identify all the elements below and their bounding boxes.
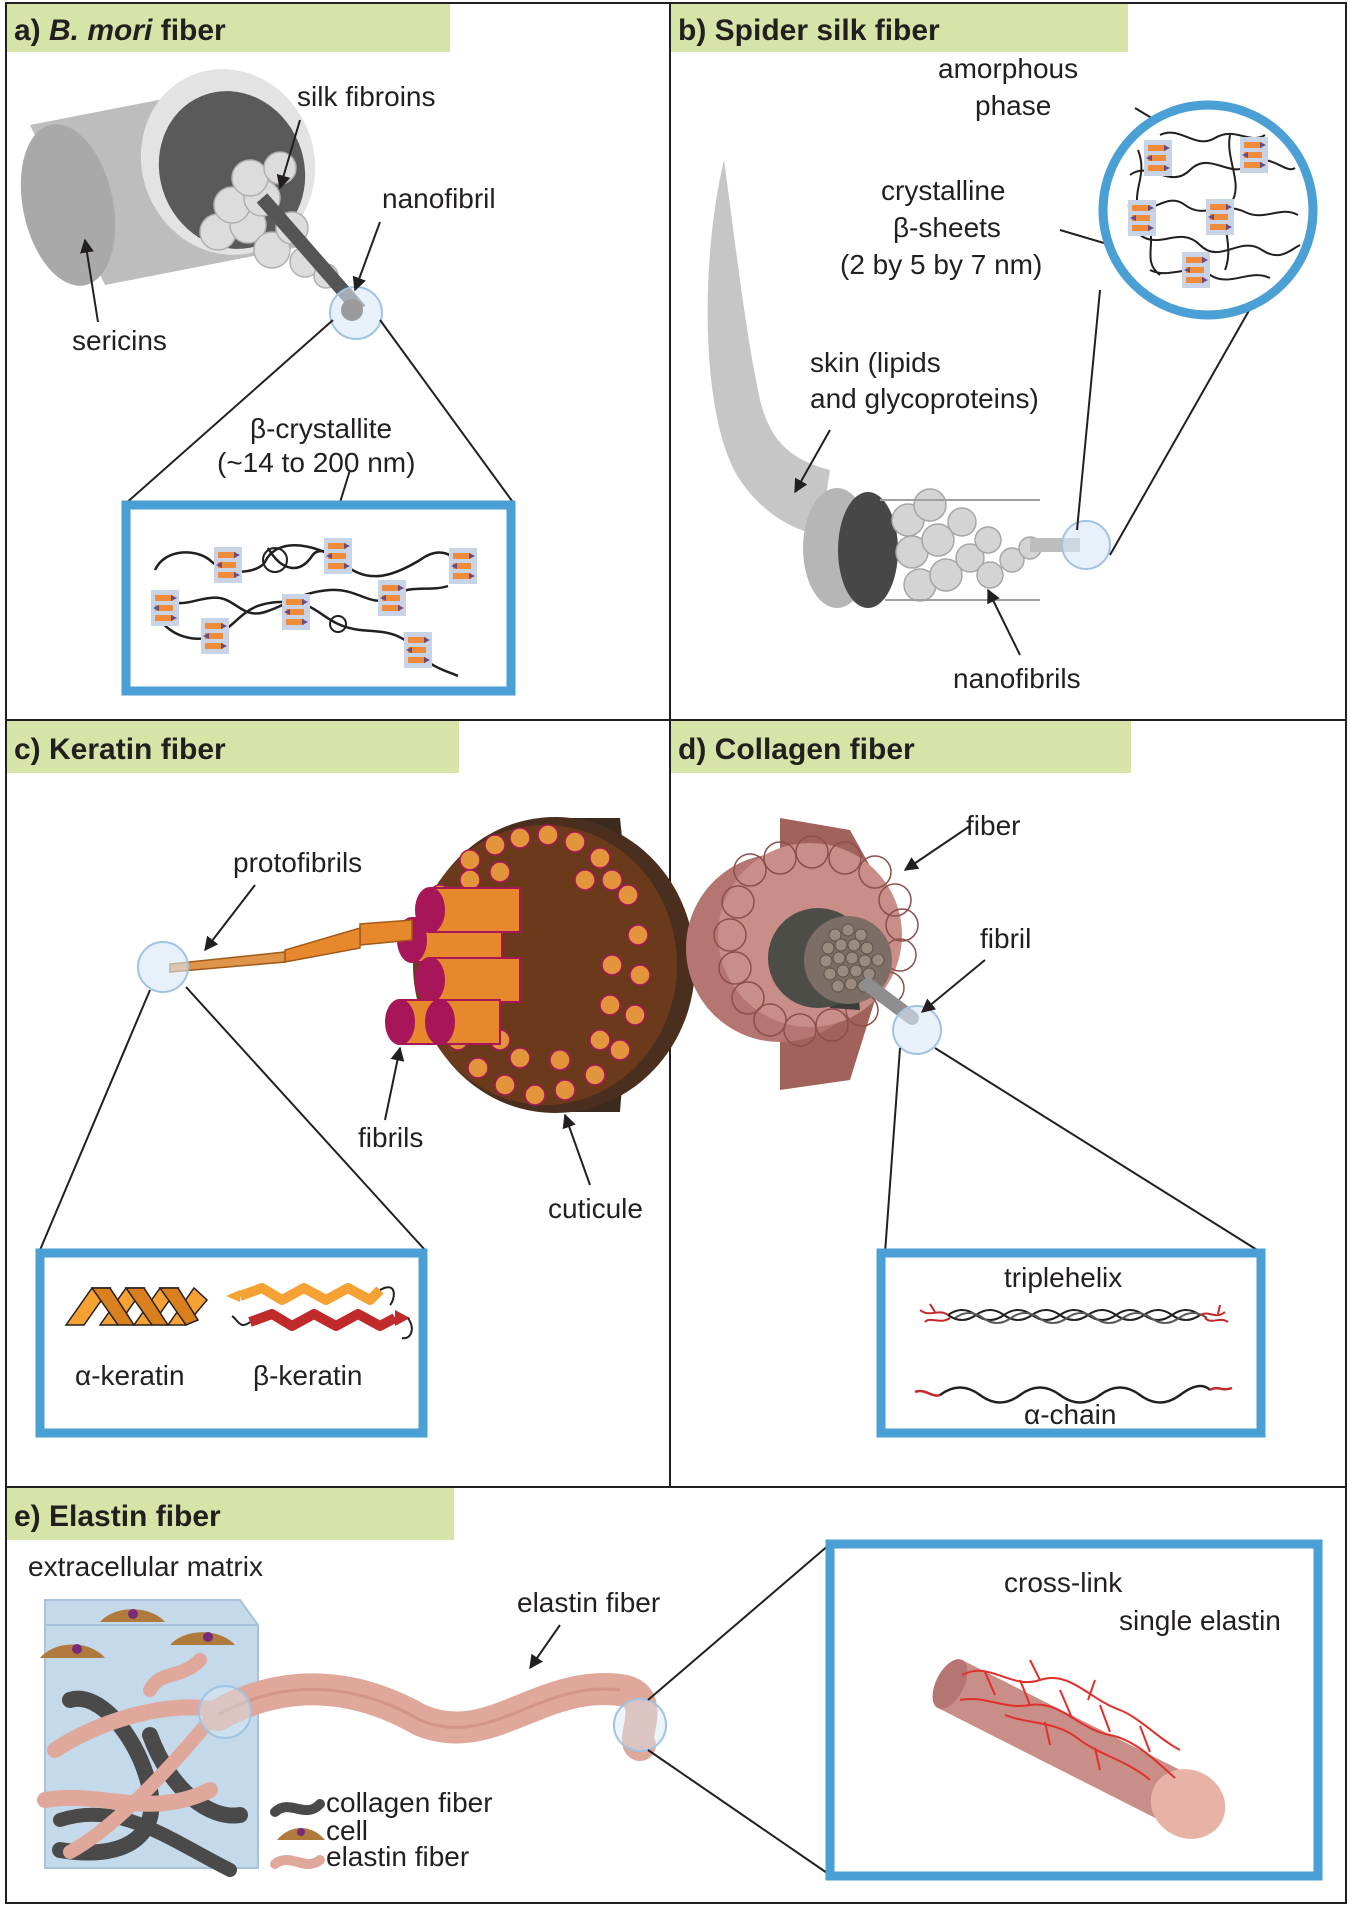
elastin-crosslinks [959,1659,1181,1781]
collagen-inset: triplehelix α-chain [876,1248,1266,1438]
panel-b-title: b) Spider silk fiber [678,14,940,47]
panel-d: d) Collagen fiber [671,721,1266,1438]
spider-silk-drawing [707,160,1111,608]
keratin-inset-frame [35,1248,428,1438]
panel-d-callout-lines [884,825,1263,1377]
beta-crystallite-label: β-crystallite [250,413,392,444]
skin-label-line1: skin (lipids [810,347,941,378]
elastin-zoom-start [198,1685,252,1739]
panel-e-title-bg [7,1488,454,1540]
panel-c: c) Keratin fiber [7,721,695,1438]
amorphous-phase-label-line1: amorphous [938,53,1078,84]
fibril-label: fibril [980,923,1031,954]
sericins-label: sericins [72,325,167,356]
panel-e-title: e) Elastin fiber [14,1500,221,1533]
bmori-fiber-drawing [20,69,383,340]
protofibrils-label: protofibrils [233,847,362,878]
nanofibrils-label: nanofibrils [953,663,1081,694]
crystalline-label-line3: (2 by 5 by 7 nm) [840,249,1042,280]
keratin-fiber-drawing [137,817,695,1113]
fibrils-label: fibrils [358,1122,423,1153]
legend-collagen-fiber-label: collagen fiber [326,1787,493,1818]
bmori-inset [121,500,516,696]
triplehelix-label: triplehelix [1004,1262,1122,1293]
panel-c-title-bg [7,721,459,773]
cuticule-label: cuticule [548,1193,643,1224]
collagen-inset-frame [876,1248,1266,1438]
ecm-label: extracellular matrix [28,1551,263,1582]
bmori-inset-frame [121,500,516,696]
triple-helix [919,1303,1229,1324]
fiber-label: fiber [966,810,1020,841]
panel-c-callout-lines [39,884,591,1251]
panel-a: a) B. mori fiber silk f [7,4,516,696]
panel-a-title-bg [7,4,450,52]
elastin-zoom-end [613,1698,667,1752]
alpha-chain [914,1384,1233,1404]
collagen-fiber-drawing [686,818,942,1090]
beta-crystallite-size-label: (~14 to 200 nm) [217,447,415,478]
crystalline-label-line2: β-sheets [893,212,1001,243]
amorphous-phase-label-line2: phase [975,90,1051,121]
legend-cell-label: cell [326,1815,368,1846]
panel-a-title: a) B. mori fiber [14,14,226,47]
alpha-keratin-label: α-keratin [75,1360,185,1391]
elastin-inset: cross-link single elastin [825,1539,1323,1881]
cross-link-label: cross-link [1004,1567,1123,1598]
nanofibril-label: nanofibril [382,183,496,214]
spider-silk-inset [1098,100,1318,320]
extracellular-matrix-block [37,1599,259,1877]
silk-fibroins-label: silk fibroins [297,81,435,112]
ecm-cells [40,1609,235,1658]
elastin-fiber-strand [202,1673,658,1761]
panel-e-legend: collagen fiber cell elastin fiber [270,1787,493,1872]
panel-b: b) Spider silk fiber [671,4,1318,694]
panel-d-title: d) Collagen fiber [678,733,915,766]
panel-e: e) Elastin fiber extracellular matrix [7,1488,1323,1881]
single-elastin-label: single elastin [1119,1605,1281,1636]
panel-frames [5,2,1347,1904]
panel-d-title-bg [671,721,1131,773]
keratin-inset: α-keratin β-keratin [35,1248,428,1438]
elastin-fiber-cylinder [932,1659,1226,1839]
panel-c-title: c) Keratin fiber [14,733,226,766]
skin-label-line2: and glycoproteins) [810,383,1039,414]
crystalline-label-line1: crystalline [881,175,1005,206]
elastin-inset-frame [825,1539,1323,1881]
ecm-fibers [37,1653,248,1877]
alpha-keratin-helix [64,1286,209,1326]
elastin-fiber-label: elastin fiber [517,1587,660,1618]
panel-b-title-bg [671,4,1128,52]
beta-keratin-label: β-keratin [253,1360,362,1391]
legend-elastin-fiber-label: elastin fiber [326,1841,469,1872]
alpha-chain-label: α-chain [1024,1399,1116,1430]
beta-keratin-sheets [226,1283,413,1340]
